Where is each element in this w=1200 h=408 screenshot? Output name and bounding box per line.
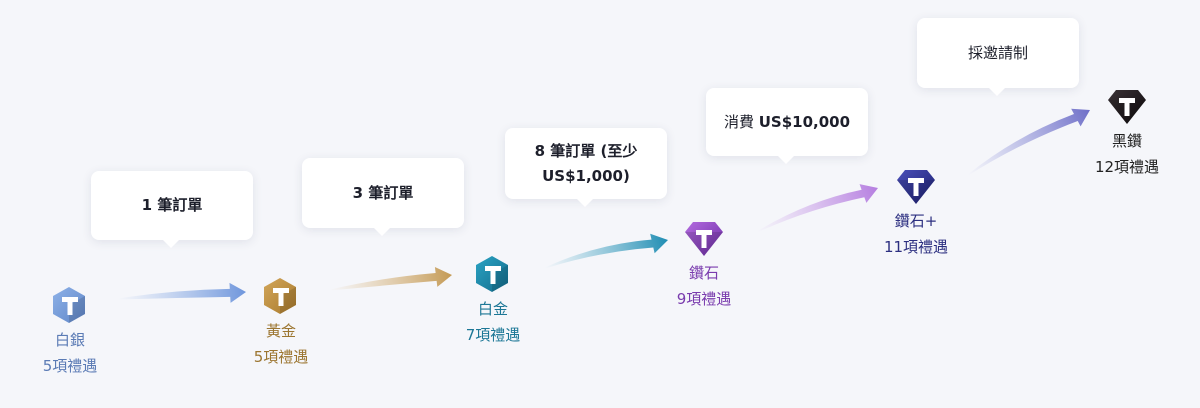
tier-6: 黑鑽 12項禮遇 bbox=[1067, 87, 1187, 177]
tier-benefits: 5項禮遇 bbox=[42, 357, 98, 375]
tier-name: 鑽石 bbox=[688, 264, 719, 282]
requirement-callout-2: 3 筆訂單 bbox=[302, 158, 464, 236]
tier-name: 黃金 bbox=[265, 322, 296, 340]
arrow-icon bbox=[756, 184, 879, 233]
requirement-prefix: 消費 bbox=[723, 112, 759, 131]
diamond-t-icon bbox=[685, 222, 723, 256]
tier-4: 鑽石 9項禮遇 bbox=[644, 219, 764, 309]
tier-benefits: 11項禮遇 bbox=[883, 238, 949, 256]
requirement-callout-5: 採邀請制 bbox=[917, 18, 1079, 96]
requirement-text: 採邀請制 bbox=[967, 43, 1028, 62]
arrow-icon bbox=[329, 267, 453, 291]
tier-1: 白銀 5項禮遇 bbox=[10, 286, 130, 376]
diamond-t-icon bbox=[897, 170, 935, 204]
tier-3: 白金 7項禮遇 bbox=[433, 255, 553, 345]
tier-benefits: 5項禮遇 bbox=[253, 348, 309, 366]
diamond-t-icon bbox=[1108, 90, 1146, 124]
hexagon-t-icon bbox=[264, 278, 296, 314]
tier-2: 黃金 5項禮遇 bbox=[221, 277, 341, 367]
tier-benefits: 12項禮遇 bbox=[1094, 158, 1160, 176]
requirement-text-line1: 8 筆訂單 (至少 bbox=[534, 141, 638, 160]
tier-benefits: 9項禮遇 bbox=[676, 290, 732, 308]
tier-name: 鑽石+ bbox=[894, 212, 938, 230]
tier-benefits: 7項禮遇 bbox=[465, 326, 521, 344]
tier-name: 白金 bbox=[477, 300, 508, 318]
tier-name: 白銀 bbox=[54, 331, 85, 349]
tier-name: 黑鑽 bbox=[1111, 132, 1142, 150]
requirement-text-line2: US$1,000) bbox=[542, 166, 630, 185]
requirement-text: 3 筆訂單 bbox=[352, 183, 414, 202]
arrow-icon bbox=[967, 108, 1090, 176]
hexagon-t-icon bbox=[476, 256, 508, 292]
arrow-icon bbox=[544, 233, 669, 269]
hexagon-t-icon bbox=[53, 287, 85, 323]
arrow-icon bbox=[117, 282, 246, 303]
requirement-callout-4: 消費 US$10,000 bbox=[706, 88, 868, 164]
requirement-amount: US$10,000 bbox=[758, 112, 851, 131]
requirement-callout-3: 8 筆訂單 (至少 US$1,000) bbox=[505, 128, 667, 207]
requirement-callout-1: 1 筆訂單 bbox=[91, 171, 253, 248]
tier-5: 鑽石+ 11項禮遇 bbox=[856, 167, 976, 257]
requirement-text: 1 筆訂單 bbox=[141, 196, 203, 214]
